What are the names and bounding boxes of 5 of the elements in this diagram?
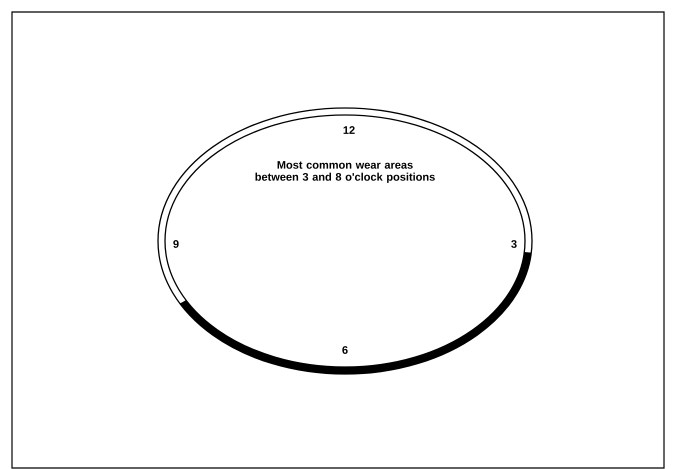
- wear-note: Most common wear areas between 3 and 8 o'clock positions: [255, 161, 435, 183]
- clock-number: 12: [344, 126, 355, 134]
- clock-number: 9: [173, 240, 179, 248]
- clock-number: 6: [342, 346, 348, 354]
- clock-number: 3: [511, 240, 517, 248]
